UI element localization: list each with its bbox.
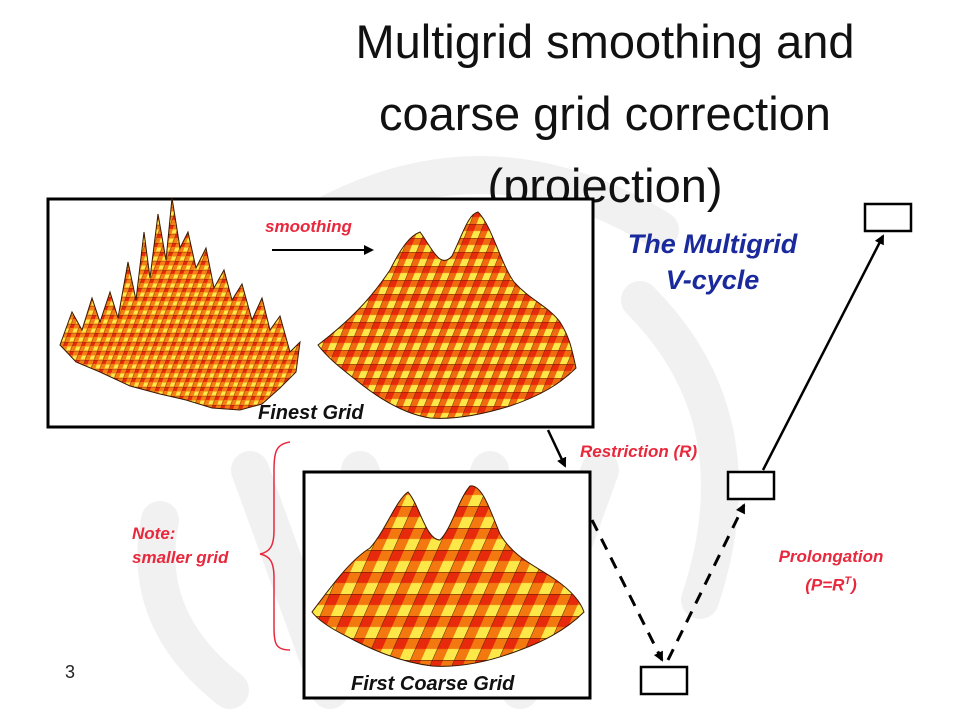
smoothing-label: smoothing xyxy=(265,217,352,236)
note-line-1: Note: xyxy=(132,524,176,543)
prolongation-prefix: (P=R xyxy=(805,575,845,595)
title-line-2: coarse grid correction xyxy=(379,87,831,140)
note-label: Note: smaller grid xyxy=(132,522,228,570)
title-line-1: Multigrid smoothing and xyxy=(355,15,855,68)
vcycle-title-line-1: The Multigrid xyxy=(627,229,798,259)
finest-grid-label: Finest Grid xyxy=(258,402,364,424)
vcycle-level-box-middle xyxy=(726,470,776,501)
smoothed-surface-plot xyxy=(317,211,577,419)
page-number: 3 xyxy=(65,662,76,682)
prolongation-label: Prolongation (P=RT) xyxy=(762,545,900,598)
note-brace xyxy=(259,441,291,651)
prolongation-suffix: ) xyxy=(851,575,857,595)
coarse-surface-plot xyxy=(311,485,585,667)
prolongation-label-line-1: Prolongation xyxy=(778,547,884,566)
prolongation-arrow xyxy=(761,234,885,471)
first-coarse-grid-label: First Coarse Grid xyxy=(351,673,515,695)
restriction-label: Restriction (R) xyxy=(580,442,698,461)
vcycle-level-box-top xyxy=(863,202,913,233)
vcycle-title-line-2: V-cycle xyxy=(665,265,760,295)
restriction-dashed-arrow xyxy=(590,519,664,662)
note-line-2: smaller grid xyxy=(132,548,229,567)
prolongation-superscript: T xyxy=(844,575,852,587)
prolongation-label-line-2: (P=RT) xyxy=(762,569,900,598)
vcycle-level-box-bottom xyxy=(639,665,689,696)
prolongation-dashed-arrow xyxy=(666,503,746,661)
restriction-arrow xyxy=(546,429,567,468)
noisy-surface-plot xyxy=(59,197,301,411)
vcycle-title: The Multigrid V-cycle xyxy=(600,226,825,298)
